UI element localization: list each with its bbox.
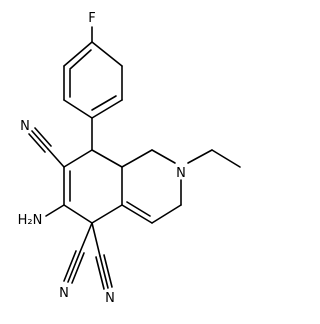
bond-cn-left-a	[67, 251, 81, 283]
atom-amino: H₂N	[18, 213, 43, 228]
bond-c3-c4	[151, 204, 182, 224]
bond-cn-left-c	[63, 250, 77, 282]
bond-c5-cn-left	[79, 222, 93, 253]
atom-ring-nitrogen: N	[176, 166, 186, 181]
bond-cn-top-b	[34, 127, 52, 147]
structure-diagram: F N N H₂N N N	[18, 11, 241, 306]
bond-c6-c5	[63, 204, 93, 224]
atom-nitrile-right: N	[105, 291, 115, 306]
bond-c1-n2	[151, 149, 176, 164]
bond-ethyl-ch3	[211, 149, 241, 168]
bonds	[28, 26, 241, 290]
bond-aryl-c1-c2	[63, 41, 93, 67]
atom-fluorine: F	[88, 11, 95, 26]
atom-labels: F N N H₂N N N	[18, 11, 186, 306]
bond-aryl-c4-c5-inner	[91, 95, 117, 111]
atom-nitrile-top: N	[20, 119, 30, 134]
bond-cn-right-b	[103, 254, 113, 288]
bond-cn-right-a	[99, 255, 109, 289]
bond-cn-top-a	[31, 130, 49, 150]
bond-c4-c4a-inner	[126, 201, 151, 217]
bond-aryl-c4-c5	[91, 99, 123, 119]
bond-c8-c7	[63, 149, 93, 168]
bond-c7-cn	[47, 148, 65, 168]
bond-c6-nh2	[45, 204, 65, 217]
bond-aryl-c3-c4	[63, 99, 93, 119]
bond-c8a-c1	[121, 149, 153, 168]
bond-c4-c4a	[121, 204, 153, 224]
bond-aryl-c1-c2-inner	[69, 49, 92, 70]
bond-cn-right-c	[95, 256, 105, 290]
bond-aryl-c6-c1	[91, 41, 123, 67]
bond-n2-ethyl	[187, 149, 213, 164]
bond-c5-cn-right	[91, 222, 101, 257]
atom-nitrile-left: N	[59, 286, 69, 301]
bond-cn-top-c	[28, 133, 46, 153]
bond-cn-left-b	[71, 252, 85, 284]
bond-c8a-c8	[91, 149, 123, 168]
bond-c5-c4a	[91, 204, 123, 224]
